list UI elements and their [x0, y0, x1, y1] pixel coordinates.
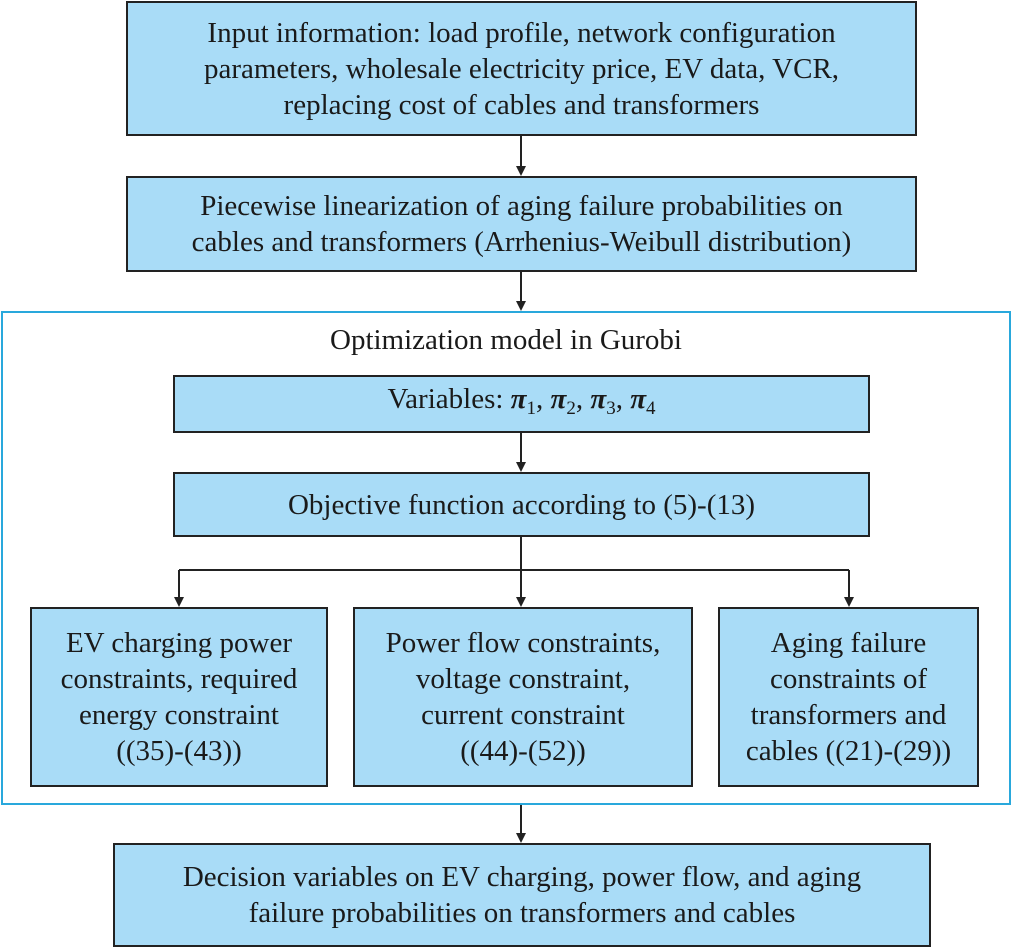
- power-flow-constraints-box: Power flow constraints, voltage constrai…: [353, 607, 693, 787]
- variables-box: Variables: π1, π2, π3, π4: [173, 375, 870, 433]
- ev-constraints-box: EV charging power constraints, required …: [30, 607, 328, 787]
- power-flow-line-2: voltage constraint,: [415, 663, 631, 695]
- decision-variables-box: Decision variables on EV charging, power…: [113, 843, 931, 947]
- aging-line-3: transformers and: [750, 699, 947, 731]
- aging-line-1: Aging failure: [770, 627, 927, 659]
- linearization-box: Piecewise linearization of aging failure…: [126, 176, 917, 272]
- linearization-line-1: Piecewise linearization of aging failure…: [200, 190, 843, 222]
- input-information-box: Input information: load profile, network…: [126, 1, 917, 136]
- ev-line-4: ((35)-(43)): [116, 735, 242, 767]
- power-flow-line-4: ((44)-(52)): [460, 735, 586, 767]
- ev-line-1: EV charging power: [65, 627, 293, 659]
- objective-function-box: Objective function according to (5)-(13): [173, 472, 870, 537]
- aging-line-4: cables ((21)-(29)): [745, 735, 952, 767]
- variable-pi-1: π1: [510, 383, 537, 419]
- ev-line-2: constraints, required: [60, 663, 298, 695]
- optimization-model-group: [1, 311, 1011, 805]
- input-line-1: Input information: load profile, network…: [207, 16, 836, 49]
- decision-line-1: Decision variables on EV charging, power…: [182, 861, 862, 893]
- optimization-model-title: Optimization model in Gurobi: [330, 324, 682, 356]
- decision-line-2: failure probabilities on transformers an…: [248, 897, 796, 929]
- variable-pi-3: π3: [590, 383, 616, 419]
- input-line-2: parameters, wholesale electricity price,…: [203, 52, 840, 85]
- linearization-line-2: cables and transformers (Arrhenius-Weibu…: [191, 226, 852, 258]
- objective-line-1: Objective function according to (5)-(13): [287, 488, 756, 521]
- variable-pi-2: π2: [550, 383, 576, 419]
- input-line-3: replacing cost of cables and transformer…: [283, 88, 760, 121]
- variable-pi-4: π4: [630, 383, 656, 419]
- ev-line-3: energy constraint: [79, 699, 279, 731]
- power-flow-line-3: current constraint: [421, 699, 625, 731]
- aging-constraints-box: Aging failure constraints of transformer…: [718, 607, 979, 787]
- power-flow-line-1: Power flow constraints,: [385, 627, 661, 659]
- aging-line-2: constraints of: [769, 663, 928, 695]
- variables-label: Variables: π1, π2, π3, π4: [387, 383, 656, 419]
- variables-prefix: Variables:: [387, 383, 511, 415]
